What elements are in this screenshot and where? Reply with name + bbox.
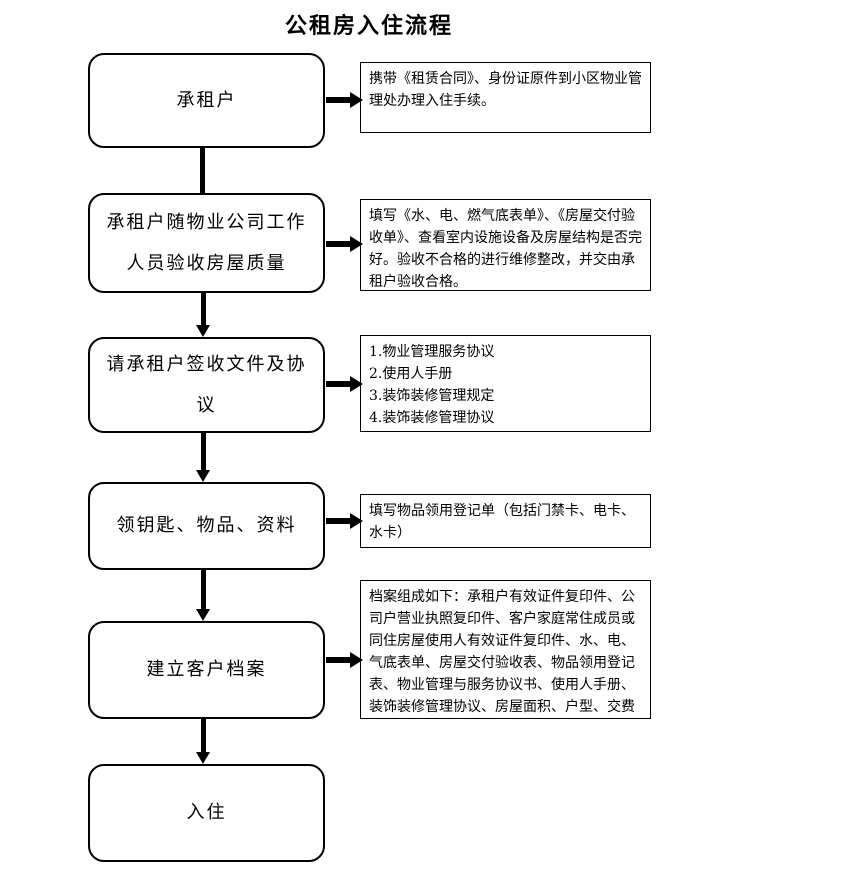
- note-item-register: 填写物品领用登记单（包括门禁卡、电卡、水卡）: [360, 494, 651, 548]
- step-move-in: 入住: [88, 764, 325, 862]
- right-arrow-icon: [326, 513, 363, 529]
- step-receive-keys-items: 领钥匙、物品、资料: [88, 482, 325, 570]
- note-tenant-documents: 携带《租赁合同》、身份证原件到小区物业管理处办理入住手续。: [360, 62, 651, 133]
- right-arrow-icon: [326, 652, 363, 668]
- down-connector-line: [200, 148, 205, 193]
- right-arrow-icon: [326, 92, 363, 108]
- right-arrow-icon: [326, 236, 363, 252]
- note-archive-contents: 档案组成如下：承租户有效证件复印件、公司户营业执照复印件、客户家庭常住成员或同住…: [360, 580, 651, 719]
- note-agreement-list: 1.物业管理服务协议 2.使用人手册 3.装饰装修管理规定 4.装饰装修管理协议: [360, 335, 651, 432]
- down-arrow-icon: [196, 433, 210, 482]
- step-sign-documents: 请承租户签收文件及协议: [88, 337, 325, 433]
- down-arrow-icon: [196, 719, 210, 764]
- step-create-customer-archive: 建立客户档案: [88, 621, 325, 719]
- flowchart-title: 公租房入住流程: [284, 14, 453, 39]
- note-inspection-details: 填写《水、电、燃气底表单》、《房屋交付验收单》、查看室内设施设备及房屋结构是否完…: [360, 199, 651, 291]
- right-arrow-icon: [326, 376, 363, 392]
- step-tenant: 承租户: [88, 53, 325, 148]
- down-arrow-icon: [196, 293, 210, 337]
- step-house-inspection: 承租户随物业公司工作人员验收房屋质量: [88, 193, 325, 293]
- down-arrow-icon: [196, 570, 210, 621]
